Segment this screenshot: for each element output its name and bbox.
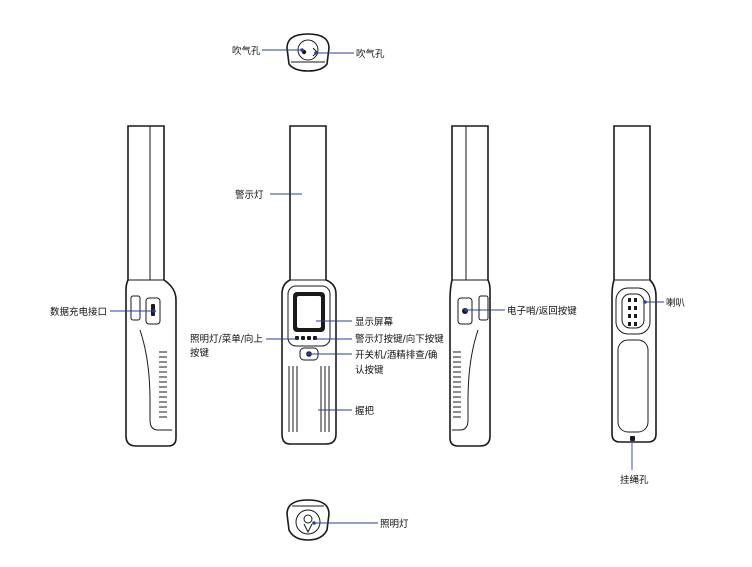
label-illumination-light: 照明灯 (380, 519, 409, 530)
label-lanyard-hole: 挂绳孔 (620, 474, 649, 486)
callout-labels: 吹气孔 吹气孔 警示灯 数据充电接口 显示屏幕 照明灯/菜单/向上 按键 警示灯… (50, 45, 686, 530)
label-blow-hole-right: 吹气孔 (356, 48, 385, 60)
label-grip: 握把 (355, 405, 375, 417)
side-view-left (125, 125, 177, 447)
bottom-view (286, 499, 330, 541)
back-view (611, 125, 657, 443)
lanyard-hole-icon (630, 436, 635, 441)
label-power-key-line2: 认按键 (355, 364, 384, 376)
label-warning-light: 警示灯 (235, 189, 264, 201)
top-view (286, 33, 330, 72)
side-view-right (449, 125, 491, 447)
label-display-screen: 显示屏幕 (355, 316, 394, 328)
label-power-key-line1: 开关机/酒精排查/确 (355, 349, 437, 361)
label-warning-down-key: 警示灯按键/向下按键 (355, 333, 444, 345)
callout-lines (110, 48, 664, 525)
front-view (281, 125, 337, 445)
label-light-menu-up-line1: 照明灯/菜单/向上 (190, 333, 263, 345)
label-whistle-back-key: 电子哨/返回按键 (507, 305, 577, 317)
label-speaker: 喇叭 (666, 297, 686, 309)
label-light-menu-up-line2: 按键 (190, 347, 210, 359)
label-blow-hole-left: 吹气孔 (232, 45, 261, 57)
label-charging-port: 数据充电接口 (50, 306, 107, 318)
